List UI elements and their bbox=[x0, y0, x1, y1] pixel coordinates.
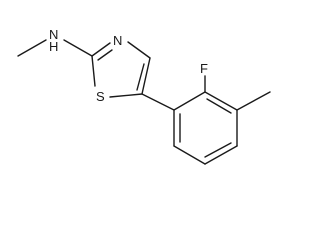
bond-ar-c5-c6 bbox=[173, 145, 206, 165]
bond-c4-c5-double bbox=[136, 63, 145, 91]
bond-ar-c2-c3 bbox=[204, 91, 238, 111]
bond-methyl-nh bbox=[17, 39, 47, 57]
structure-drawing: N H N S F bbox=[17, 27, 271, 165]
bond-ar-c4-c5-double bbox=[204, 142, 232, 158]
atom-label-amine-h: H bbox=[49, 39, 58, 54]
bond-c-methyl bbox=[236, 91, 271, 111]
bond-c5-s1 bbox=[109, 93, 143, 98]
bond-s1-c2 bbox=[91, 55, 96, 87]
bond-c4-c5 bbox=[141, 57, 151, 95]
atom-label-thiazole-n: N bbox=[113, 33, 122, 48]
bond-n3-c4 bbox=[127, 41, 151, 59]
bond-ar-c4-c5 bbox=[204, 145, 238, 165]
atom-label-thiazole-s: S bbox=[96, 89, 105, 104]
bond-c2-n3-double bbox=[97, 49, 113, 61]
atom-label-amine-n: N bbox=[49, 27, 58, 42]
bond-c5-phenyl bbox=[141, 93, 175, 111]
molecule-diagram: N H N S F bbox=[17, 27, 271, 165]
bond-c2-n3 bbox=[91, 42, 111, 57]
bond-ar-c2-c3-double bbox=[206, 98, 232, 114]
bond-nh-c2 bbox=[63, 39, 93, 57]
bond-ar-c1-c2 bbox=[173, 91, 206, 111]
atom-label-fluorine: F bbox=[200, 61, 208, 76]
